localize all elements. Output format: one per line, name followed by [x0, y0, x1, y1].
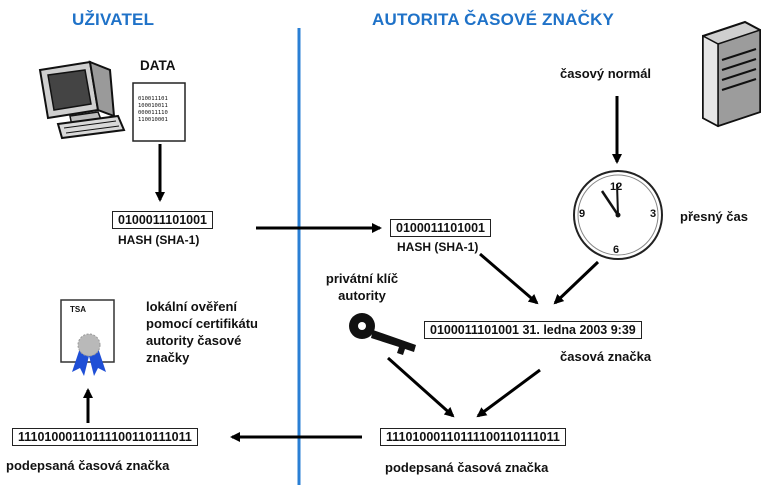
document-line: 000011110	[138, 110, 168, 116]
verify-line: pomocí certifikátu	[146, 316, 258, 331]
key-icon	[349, 313, 416, 355]
clock-icon	[573, 170, 663, 260]
private-key-label: privátní klíč autority	[310, 270, 414, 304]
document-line: 100010011	[138, 103, 168, 109]
authority-signed-box: 11101000110111100110111011	[380, 428, 566, 446]
authority-hash-label: HASH (SHA-1)	[397, 240, 479, 254]
exact-time-label: přesný čas	[680, 209, 748, 224]
clock-number: 12	[610, 181, 623, 193]
private-key-line: privátní klíč	[325, 271, 399, 286]
document-line: 110010001	[138, 117, 168, 123]
authority-heading: AUTORITA ČASOVÉ ZNAČKY	[372, 10, 615, 29]
user-signed-box: 11101000110111100110111011	[12, 428, 198, 446]
user-heading: UŽIVATEL	[72, 10, 155, 29]
computer-icon	[38, 60, 126, 140]
verify-text: lokální ověření pomocí certifikátu autor…	[146, 298, 258, 366]
document-line: 010011101	[138, 96, 168, 102]
document-binary: 010011101 100010011 000011110 110010001	[138, 96, 168, 124]
tsa-badge: TSA	[70, 305, 86, 314]
user-hash-label: HASH (SHA-1)	[118, 233, 200, 247]
certificate-icon	[60, 299, 115, 376]
clock-number: 9	[579, 208, 586, 220]
data-label: DATA	[140, 58, 176, 73]
verify-line: autority časové	[146, 333, 242, 348]
verify-line: značky	[146, 350, 190, 365]
clock-number: 3	[650, 208, 657, 220]
clock-number: 6	[613, 244, 620, 256]
server-icon	[702, 20, 761, 128]
authority-signed-label: podepsaná časová značka	[385, 460, 549, 475]
document-icon	[132, 82, 186, 142]
timestamp-label: časová značka	[560, 349, 652, 364]
private-key-line: autority	[338, 288, 386, 303]
timestamp-box: 0100011101001 31. ledna 2003 9:39	[424, 321, 642, 339]
time-standard-label: časový normál	[560, 66, 652, 81]
user-hash-box: 0100011101001	[112, 211, 213, 229]
authority-hash-box: 0100011101001	[390, 219, 491, 237]
user-signed-label: podepsaná časová značka	[6, 458, 170, 473]
verify-line: lokální ověření	[146, 299, 238, 314]
